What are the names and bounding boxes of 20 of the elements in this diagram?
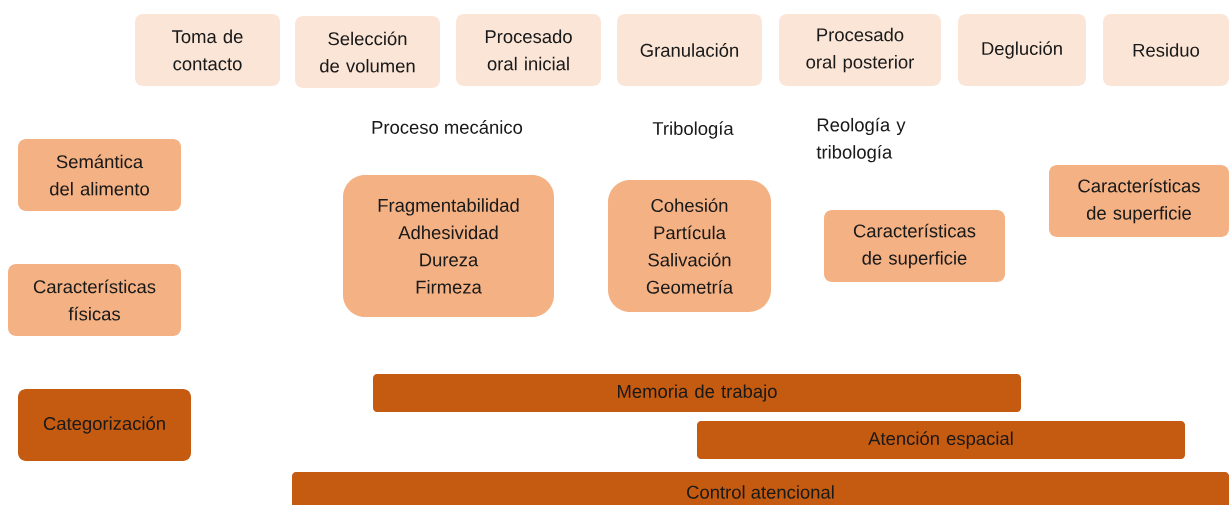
stage-label: Tribología [652, 121, 734, 139]
stage-box: Procesado oral posterior [779, 14, 941, 86]
stage-box: Procesado oral inicial [456, 14, 601, 86]
stage-box: Granulación [617, 14, 762, 86]
property-box: Características de superficie [824, 210, 1005, 282]
process-bar: Memoria de trabajo [373, 374, 1021, 412]
stage-label: Reología y tribología [816, 117, 906, 163]
stage-box: Deglución [958, 14, 1086, 86]
property-box: Cohesión Partícula Salivación Geometría [608, 180, 771, 312]
process-bar: Atención espacial [697, 421, 1185, 459]
process-bar: Control atencional [292, 472, 1229, 505]
property-box: Características de superficie [1049, 165, 1229, 237]
factor-box: Categorización [18, 389, 191, 461]
factor-box: Semántica del alimento [18, 139, 181, 211]
stage-label: Proceso mecánico [372, 120, 523, 134]
stage-box: Selección de volumen [295, 16, 440, 88]
stage-box: Toma de contacto [135, 14, 280, 86]
stage-box: Residuo [1103, 14, 1229, 86]
property-box: Fragmentabilidad Adhesividad Dureza Firmeza [343, 175, 554, 317]
factor-box: Características físicas [8, 264, 181, 336]
